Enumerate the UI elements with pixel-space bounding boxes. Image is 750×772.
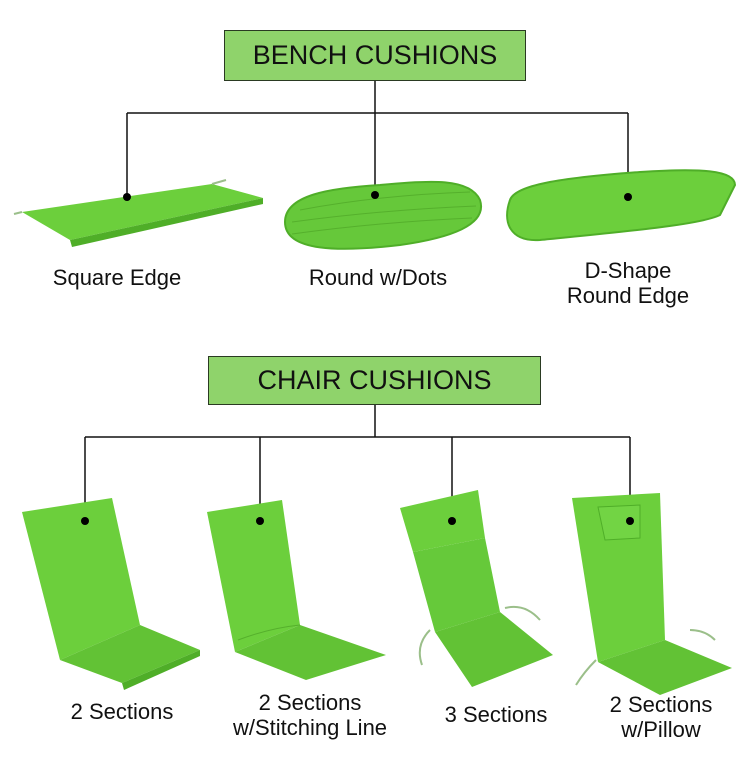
label-line-1: D-Shape bbox=[584, 258, 672, 283]
stitching-label: 2 Sections w/Stitching Line bbox=[233, 690, 387, 740]
three-sections-label: 3 Sections bbox=[444, 702, 548, 727]
chair-connectors bbox=[84, 404, 631, 521]
label-line-2: w/Stitching Line bbox=[232, 715, 388, 740]
chair-cushions-header: CHAIR CUSHIONS bbox=[208, 356, 541, 405]
square-edge-cushion bbox=[13, 179, 263, 247]
chair-3-sections bbox=[400, 490, 553, 687]
label-line-2: Round Edge bbox=[566, 283, 690, 308]
chair-2-sections-stitching bbox=[207, 500, 386, 680]
connector-dots bbox=[81, 191, 634, 525]
two-sections-label: 2 Sections bbox=[70, 699, 174, 724]
round-dots-cushion bbox=[283, 180, 483, 250]
bench-cushions-header: BENCH CUSHIONS bbox=[224, 30, 526, 81]
round-dots-label: Round w/Dots bbox=[308, 265, 448, 290]
label-line-2: w/Pillow bbox=[621, 717, 701, 742]
d-shape-label: D-Shape Round Edge bbox=[567, 258, 689, 308]
chair-pillow bbox=[572, 493, 732, 695]
chair-2-sections bbox=[22, 498, 200, 690]
pillow-label: 2 Sections w/Pillow bbox=[610, 692, 713, 742]
label-line-1: 2 Sections bbox=[258, 690, 362, 715]
label-line-1: 2 Sections bbox=[609, 692, 713, 717]
d-shape-cushion bbox=[506, 169, 737, 242]
bench-connectors bbox=[126, 80, 629, 197]
square-edge-label: Square Edge bbox=[52, 265, 182, 290]
